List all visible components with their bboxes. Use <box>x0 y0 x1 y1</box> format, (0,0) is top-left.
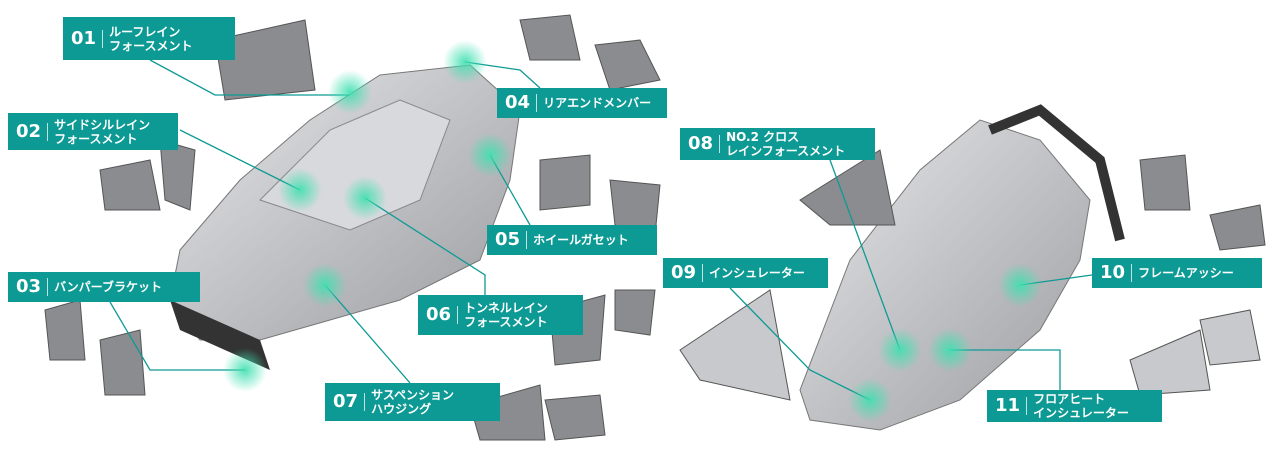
label-text: バンパーブラケット <box>54 280 162 294</box>
label-05: 05 ホイールガセット <box>487 225 657 255</box>
label-text: フォースメント <box>109 38 193 53</box>
label-06: 06 トンネルレインフォースメント <box>418 295 583 335</box>
label-text: サイドシルレイン <box>54 117 151 132</box>
label-text: ハウジング <box>371 402 432 416</box>
label-number: 11 <box>995 397 1028 415</box>
label-02: 02 サイドシルレインフォースメント <box>8 113 178 150</box>
label-number: 04 <box>505 94 538 112</box>
label-text: レインフォースメント <box>726 144 846 158</box>
label-text: インシュレーター <box>709 266 805 280</box>
label-number: 03 <box>16 278 49 296</box>
label-number: 08 <box>688 135 721 153</box>
label-text: サスペンション <box>371 388 454 402</box>
label-04: 04 リアエンドメンバー <box>497 88 667 118</box>
label-text: フォースメント <box>464 315 548 329</box>
label-11: 11 フロアヒートインシュレーター <box>987 390 1162 422</box>
label-number: 05 <box>495 231 528 249</box>
label-text: フロアヒート <box>1033 392 1106 406</box>
label-03: 03 バンパーブラケット <box>8 272 200 302</box>
label-text: フォースメント <box>54 131 138 146</box>
label-text: ルーフレイン <box>109 24 181 39</box>
label-01: 01 ルーフレインフォースメント <box>63 17 235 60</box>
underbody-frame <box>799 104 1125 431</box>
label-number: 07 <box>333 393 366 411</box>
label-text: リアエンドメンバー <box>543 96 652 110</box>
label-10: 10 フレームアッシー <box>1092 258 1262 288</box>
label-number: 06 <box>426 306 459 324</box>
label-number: 01 <box>71 29 104 48</box>
label-number: 02 <box>16 122 49 141</box>
label-text: NO.2 クロス <box>726 130 800 144</box>
parts <box>44 14 1266 441</box>
label-number: 10 <box>1100 264 1133 282</box>
label-text: インシュレーター <box>1033 406 1129 420</box>
label-text: ホイールガセット <box>533 233 629 247</box>
label-07: 07 サスペンションハウジング <box>325 383 500 421</box>
label-text: トンネルレイン <box>464 301 548 315</box>
label-text: フレームアッシー <box>1138 266 1234 280</box>
label-number: 09 <box>671 264 704 282</box>
label-09: 09 インシュレーター <box>663 258 828 288</box>
highlight-glows <box>223 40 1042 422</box>
label-08: 08 NO.2 クロスレインフォースメント <box>680 128 875 160</box>
